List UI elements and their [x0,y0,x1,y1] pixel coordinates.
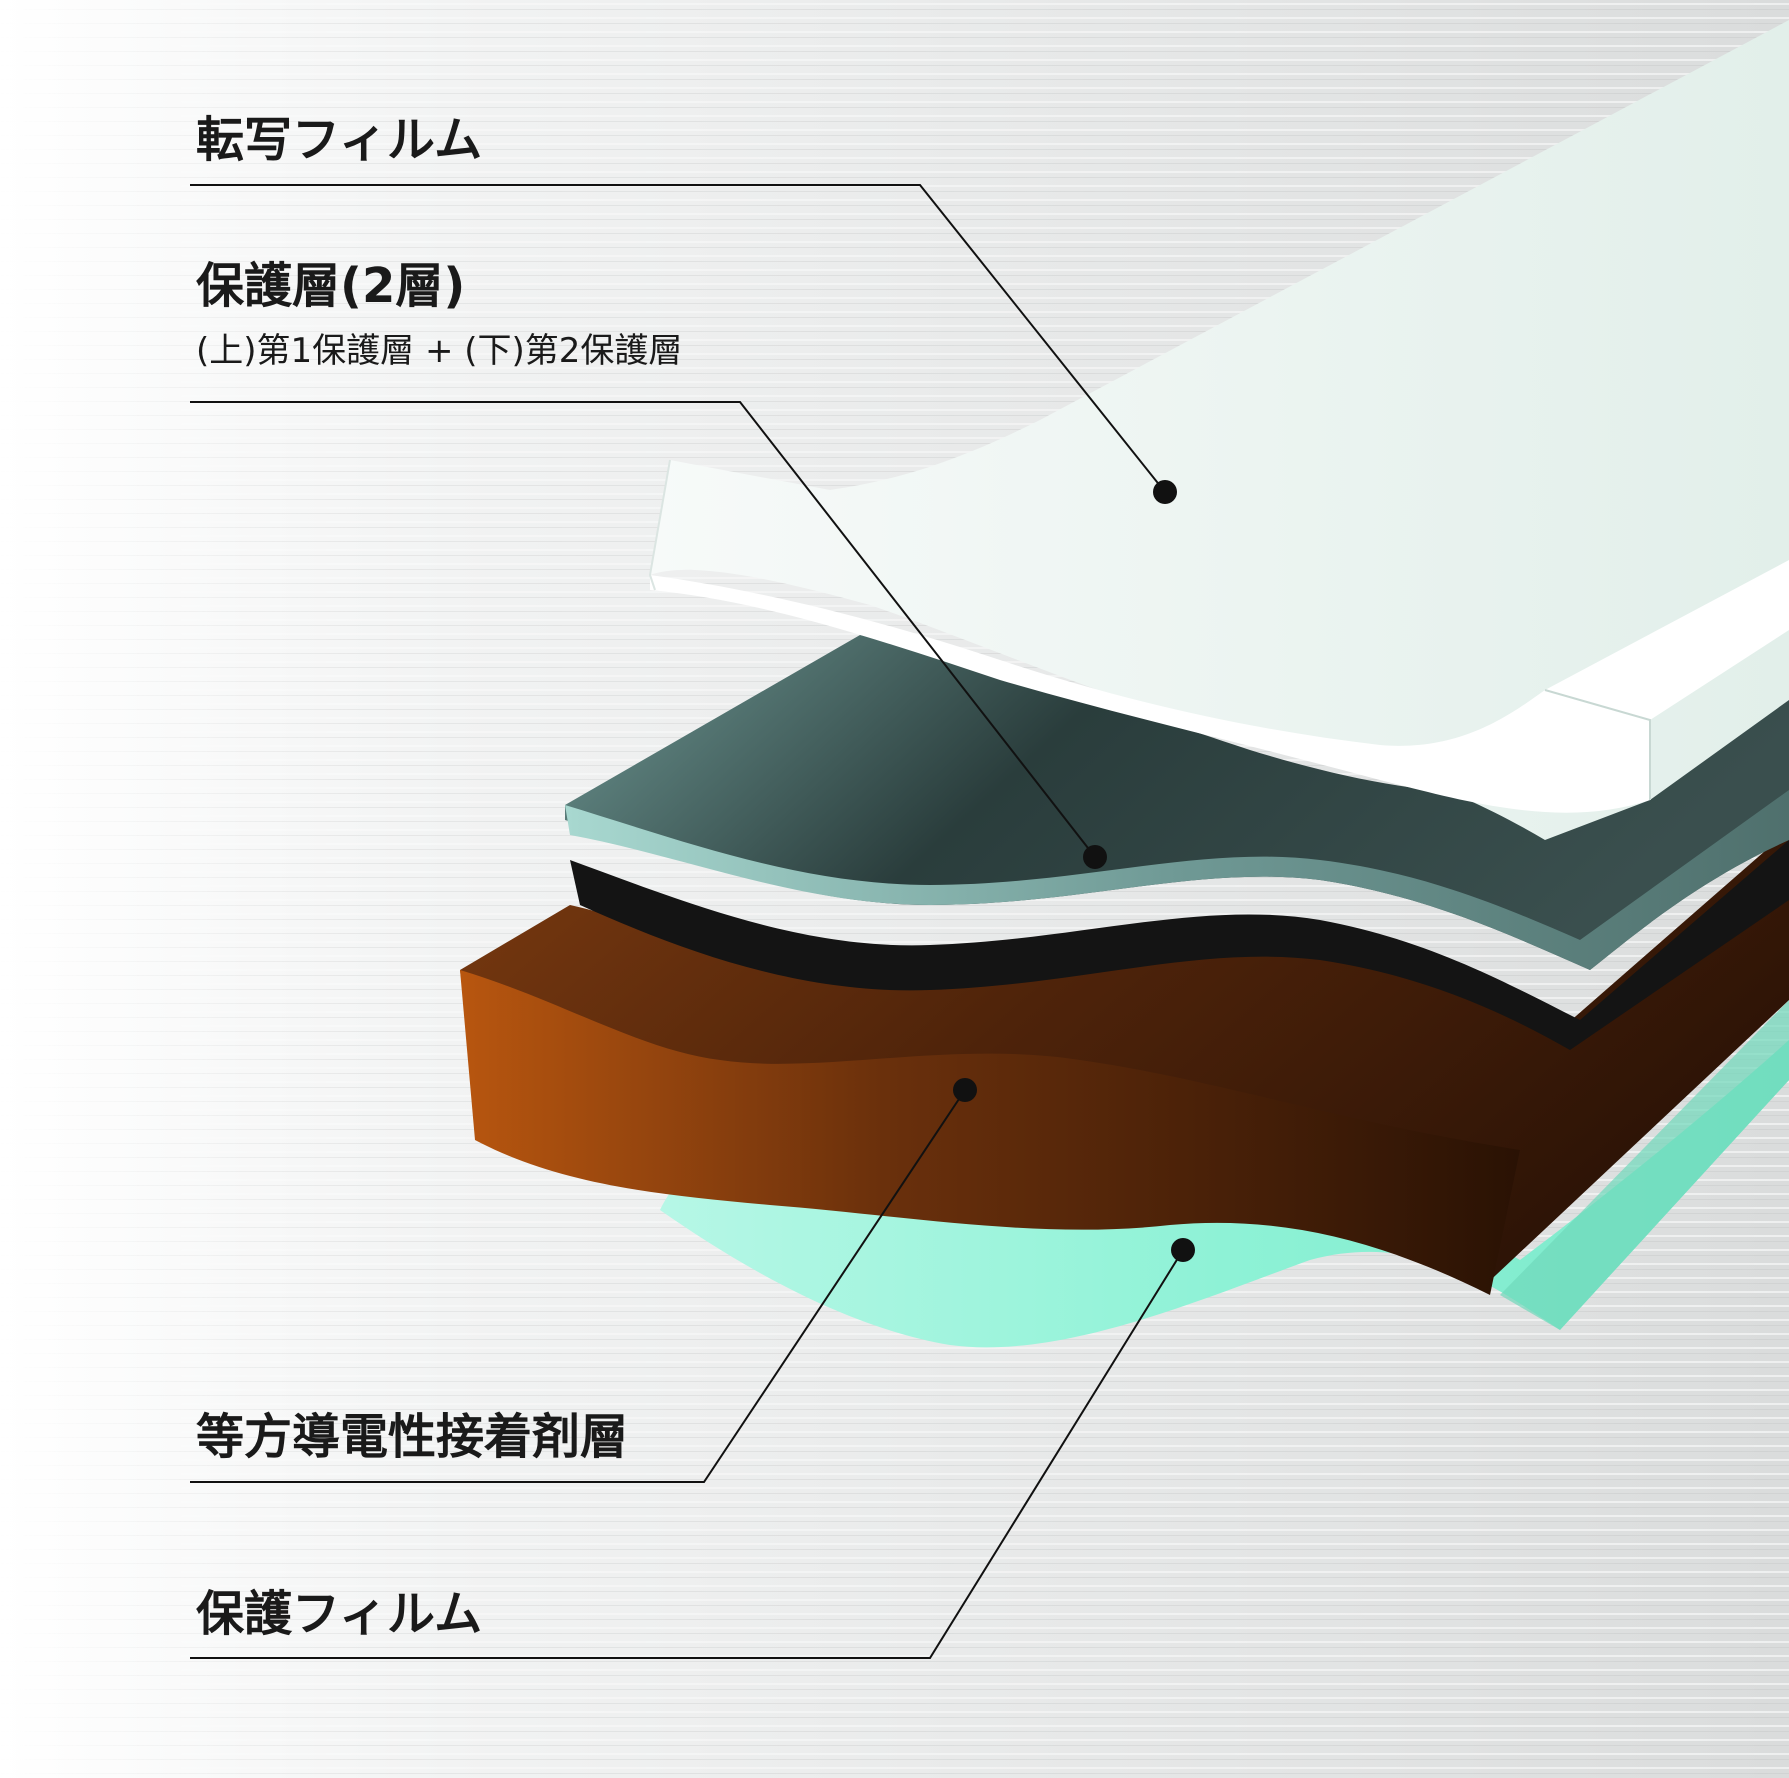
label-transfer-film: 転写フィルム [196,112,483,168]
marker-transfer-film [1153,480,1177,504]
marker-protection-film [1171,1238,1195,1262]
protection-film-shape [660,1040,1789,1348]
leader-transfer-film [190,184,1166,493]
marker-adhesive-layer [953,1078,977,1102]
label-adhesive-layer: 等方導電性接着剤層 [196,1409,629,1465]
marker-protective-layer [1083,845,1107,869]
leader-protection-film [190,1249,1184,1659]
label-protective-layer: 保護層(2層) [196,258,466,314]
leader-adhesive-layer [190,1089,966,1483]
label-protection-film: 保護フィルム [196,1586,483,1642]
transfer-film-shape [650,20,1789,840]
leader-protective-layer [190,401,1096,858]
label-protective-layer-detail: (上)第1保護層 + (下)第2保護層 [196,331,683,371]
leader-lines [190,184,1184,1659]
